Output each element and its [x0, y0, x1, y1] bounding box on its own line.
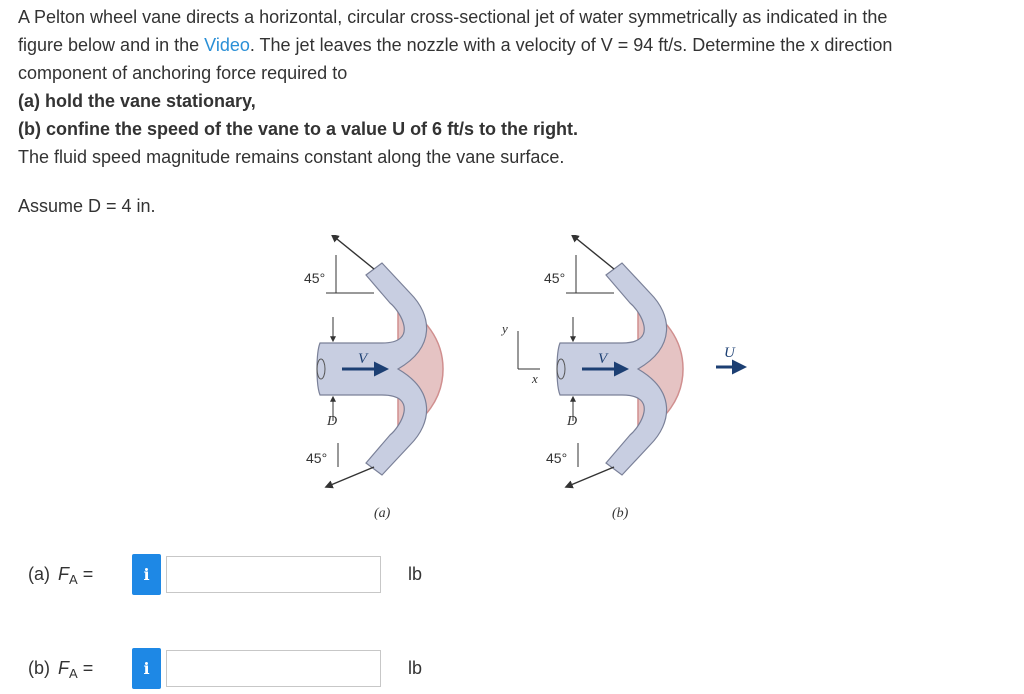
velocity-label-a: V: [358, 351, 369, 367]
nozzle-b: [556, 358, 566, 380]
problem-text: figure below and in the: [18, 35, 205, 55]
part-b-text: (b) confine the speed of the vane to a v…: [18, 119, 579, 139]
vane-velocity-label: U: [724, 345, 736, 361]
jet-outlet-lower-arrow-b: [564, 466, 615, 489]
assumption-text: Assume D = 4 in.: [18, 196, 156, 216]
nozzle-a: [316, 358, 326, 380]
jet-outlet-upper-arrow-b: [570, 235, 615, 270]
angle-label-lower-b: 45°: [546, 450, 567, 466]
info-button[interactable]: i: [132, 553, 161, 595]
unit-label: lb: [408, 563, 423, 584]
unit-label: lb: [408, 657, 423, 678]
problem-line: The fluid speed magnitude remains consta…: [18, 147, 565, 167]
angle-label-upper-b: 45°: [544, 270, 565, 286]
problem-line: A Pelton wheel vane directs a horizontal…: [18, 7, 888, 27]
velocity-label-b: V: [598, 351, 609, 367]
diameter-label-b: D: [566, 414, 577, 429]
problem-line: figure below and in the Video. The jet l…: [18, 31, 1008, 59]
answer-label-b: (b) FA =: [28, 657, 132, 681]
answer-label-a: (a) FA =: [28, 563, 132, 587]
jet-outlet-lower-arrow-a: [324, 466, 375, 489]
figure-b: 45° 45° D V y x U (b): [500, 235, 747, 521]
answer-input-b[interactable]: [166, 649, 381, 687]
jet-outlet-upper-arrow-a: [330, 235, 375, 270]
y-axis-label: y: [500, 321, 508, 336]
answer-row-b: (b) FA = i lb: [28, 647, 422, 689]
info-button[interactable]: i: [132, 647, 161, 689]
video-link[interactable]: Video: [204, 35, 250, 55]
part-a-text: (a) hold the vane stationary,: [18, 91, 256, 111]
x-axis-label: x: [531, 371, 538, 386]
force-symbol: FA =: [58, 657, 94, 681]
answer-input-a[interactable]: [166, 555, 381, 593]
answer-row-a: (a) FA = i lb: [28, 553, 422, 595]
caption-b: (b): [612, 506, 629, 521]
diameter-label-a: D: [326, 414, 337, 429]
angle-label-lower-a: 45°: [306, 450, 327, 466]
figure-a: 45° 45° D V (a): [304, 235, 444, 521]
part-label: (b): [28, 657, 50, 678]
angle-label-upper-a: 45°: [304, 270, 325, 286]
problem-line: component of anchoring force required to: [18, 63, 348, 83]
caption-a: (a): [374, 506, 391, 521]
force-symbol: FA =: [58, 563, 94, 587]
problem-text: . The jet leaves the nozzle with a veloc…: [249, 35, 893, 55]
pelton-vane-figure: 45° 45° D V (a) 45° 45° D V y x U (b): [304, 235, 747, 521]
part-label: (a): [28, 563, 50, 584]
problem-statement: A Pelton wheel vane directs a horizontal…: [18, 3, 1008, 171]
